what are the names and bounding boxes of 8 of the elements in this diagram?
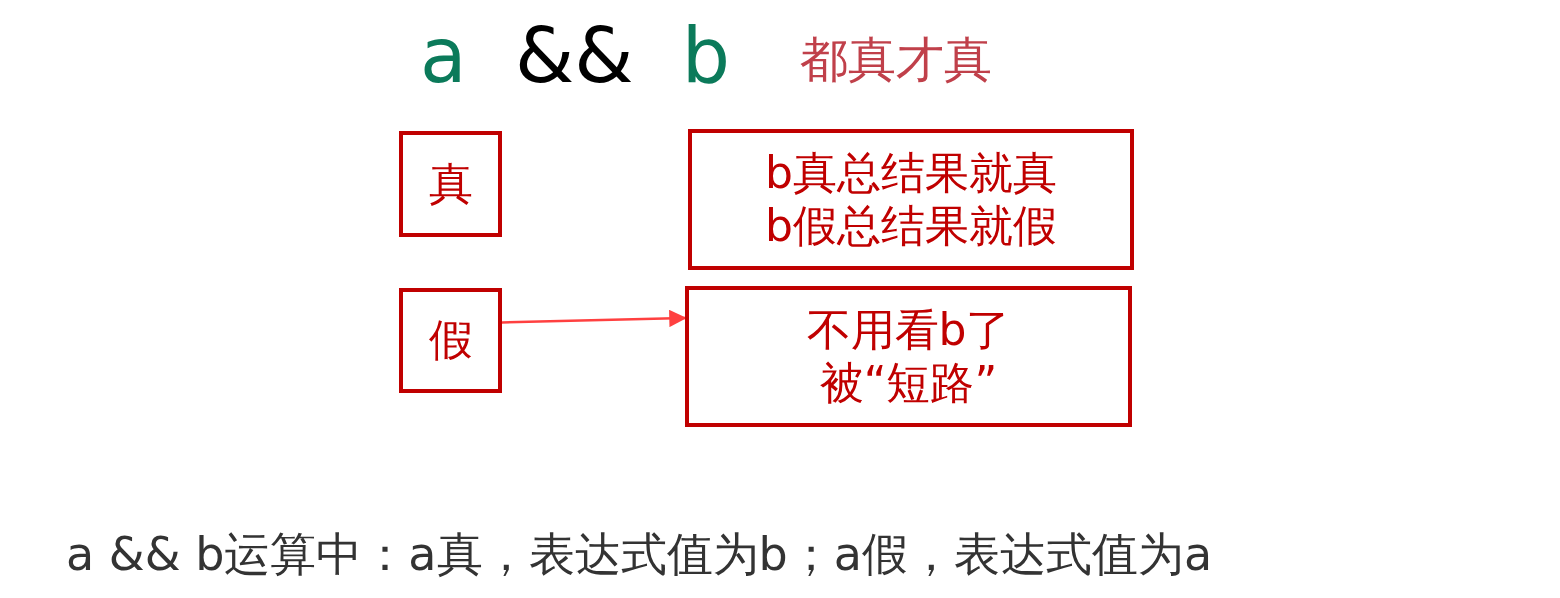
title: a && b [420,10,730,102]
arrow [501,309,687,328]
text-box: 真 [399,131,502,237]
note-label: 都真才真 [800,30,992,89]
caption: a && b运算中：a真，表达式值为b；a假，表达式值为a [66,526,1213,583]
text-box: 假 [399,288,502,393]
text-box: 不用看b了被“短路” [685,286,1132,427]
text-box: b真总结果就真b假总结果就假 [688,129,1134,270]
